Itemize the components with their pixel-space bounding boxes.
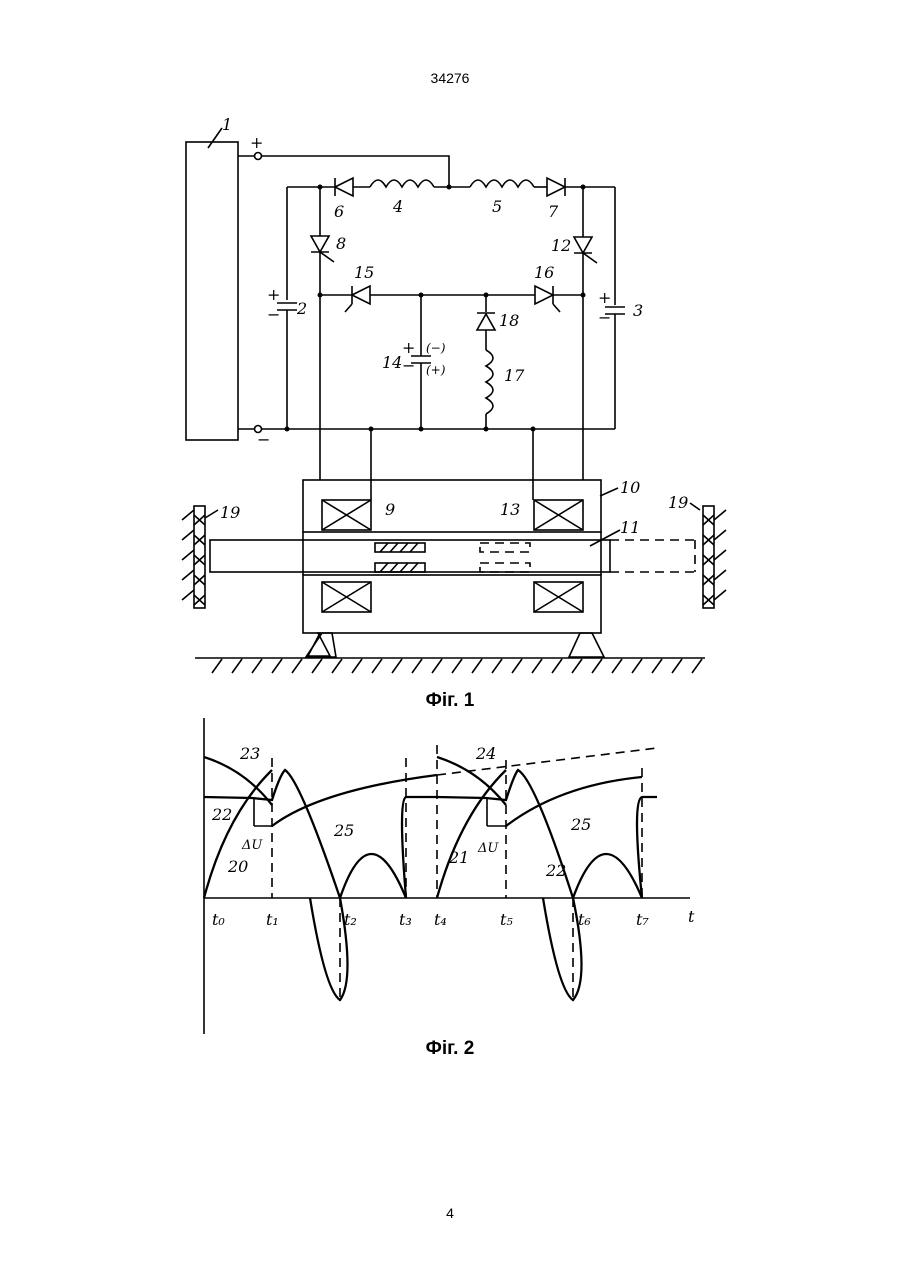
- curve-22-cycle-2: [437, 770, 582, 1000]
- label-15: 15: [354, 263, 374, 282]
- label-8: 8: [336, 234, 346, 253]
- label-delta-u-2: ΔU: [477, 841, 499, 856]
- housing-lower: [303, 575, 601, 633]
- curve-25-cycle-2: [573, 854, 642, 898]
- inductor-4: [370, 180, 434, 187]
- curve-25-cycle-1: [340, 854, 406, 898]
- label-22-first: 22: [211, 805, 232, 824]
- label-c14-minus: −: [402, 356, 415, 375]
- diode-6: [335, 178, 353, 196]
- label-24: 24: [475, 744, 496, 763]
- curve-rising-1: [272, 775, 437, 826]
- label-23: 23: [239, 744, 260, 763]
- curve-21: [437, 770, 506, 898]
- label-delta-u-1: ΔU: [241, 838, 263, 853]
- power-source-block: [186, 142, 238, 440]
- label-minus-bottom: −: [257, 430, 270, 449]
- foot-left: [306, 633, 336, 657]
- label-c14-alt-minus: (−): [426, 341, 446, 355]
- foot-right: [569, 633, 604, 657]
- axis-label-t: t: [688, 907, 695, 926]
- diode-18: [477, 314, 495, 330]
- label-4: 4: [392, 197, 403, 216]
- label-6: 6: [334, 202, 344, 221]
- housing-upper: [303, 480, 601, 532]
- curve-22-plateau-1: [402, 797, 437, 898]
- inductor-17: [486, 350, 493, 414]
- diode-7: [547, 178, 565, 196]
- label-1: 1: [222, 115, 232, 134]
- tick-t6: t₆: [578, 910, 591, 929]
- label-c2-minus: −: [267, 305, 280, 324]
- curve-20: [204, 770, 272, 898]
- tick-t2: t₂: [344, 910, 357, 929]
- label-13: 13: [500, 500, 520, 519]
- label-12: 12: [551, 236, 571, 255]
- tick-t4: t₄: [434, 910, 447, 929]
- page-footer-number: 4: [0, 1205, 900, 1221]
- curve-22-plateau-2: [637, 797, 657, 898]
- label-18: 18: [499, 311, 519, 330]
- thyristor-15: [352, 286, 370, 304]
- label-11: 11: [620, 518, 640, 537]
- label-plus-top: +: [250, 133, 263, 152]
- label-c3-minus: −: [598, 308, 611, 327]
- label-7: 7: [548, 202, 559, 221]
- label-5: 5: [492, 197, 502, 216]
- label-22-second: 22: [545, 861, 566, 880]
- tick-t3: t₃: [399, 910, 412, 929]
- label-3: 3: [633, 301, 643, 320]
- tick-t1: t₁: [266, 910, 279, 929]
- label-c14-plus: +: [402, 338, 415, 357]
- tick-t7: t₇: [636, 910, 649, 929]
- figure-1-caption: Фіг. 1: [0, 690, 900, 712]
- label-19-right: 19: [668, 493, 688, 512]
- tick-t0: t₀: [212, 910, 225, 929]
- rod-11: [210, 540, 610, 572]
- thyristor-12: [574, 237, 592, 253]
- tick-t5: t₅: [500, 910, 513, 929]
- thyristor-8: [311, 236, 329, 252]
- label-20: 20: [227, 857, 248, 876]
- label-19-left: 19: [220, 503, 240, 522]
- inductor-5: [470, 180, 534, 187]
- label-c2-plus: +: [267, 285, 280, 304]
- label-14: 14: [382, 353, 402, 372]
- label-25-second: 25: [570, 815, 591, 834]
- label-9: 9: [385, 500, 395, 519]
- label-17: 17: [504, 366, 525, 385]
- curve-dashed-envelope: [437, 748, 657, 775]
- thyristor-16: [535, 286, 553, 304]
- label-c3-plus: +: [598, 288, 611, 307]
- figure-2-caption: Фіг. 2: [0, 1038, 900, 1060]
- label-10: 10: [620, 478, 640, 497]
- label-c14-alt-plus: (+): [426, 363, 446, 377]
- label-25-first: 25: [333, 821, 354, 840]
- label-21: 21: [448, 848, 469, 867]
- label-2: 2: [296, 299, 307, 318]
- plus-terminal: [255, 153, 262, 160]
- label-16: 16: [534, 263, 554, 282]
